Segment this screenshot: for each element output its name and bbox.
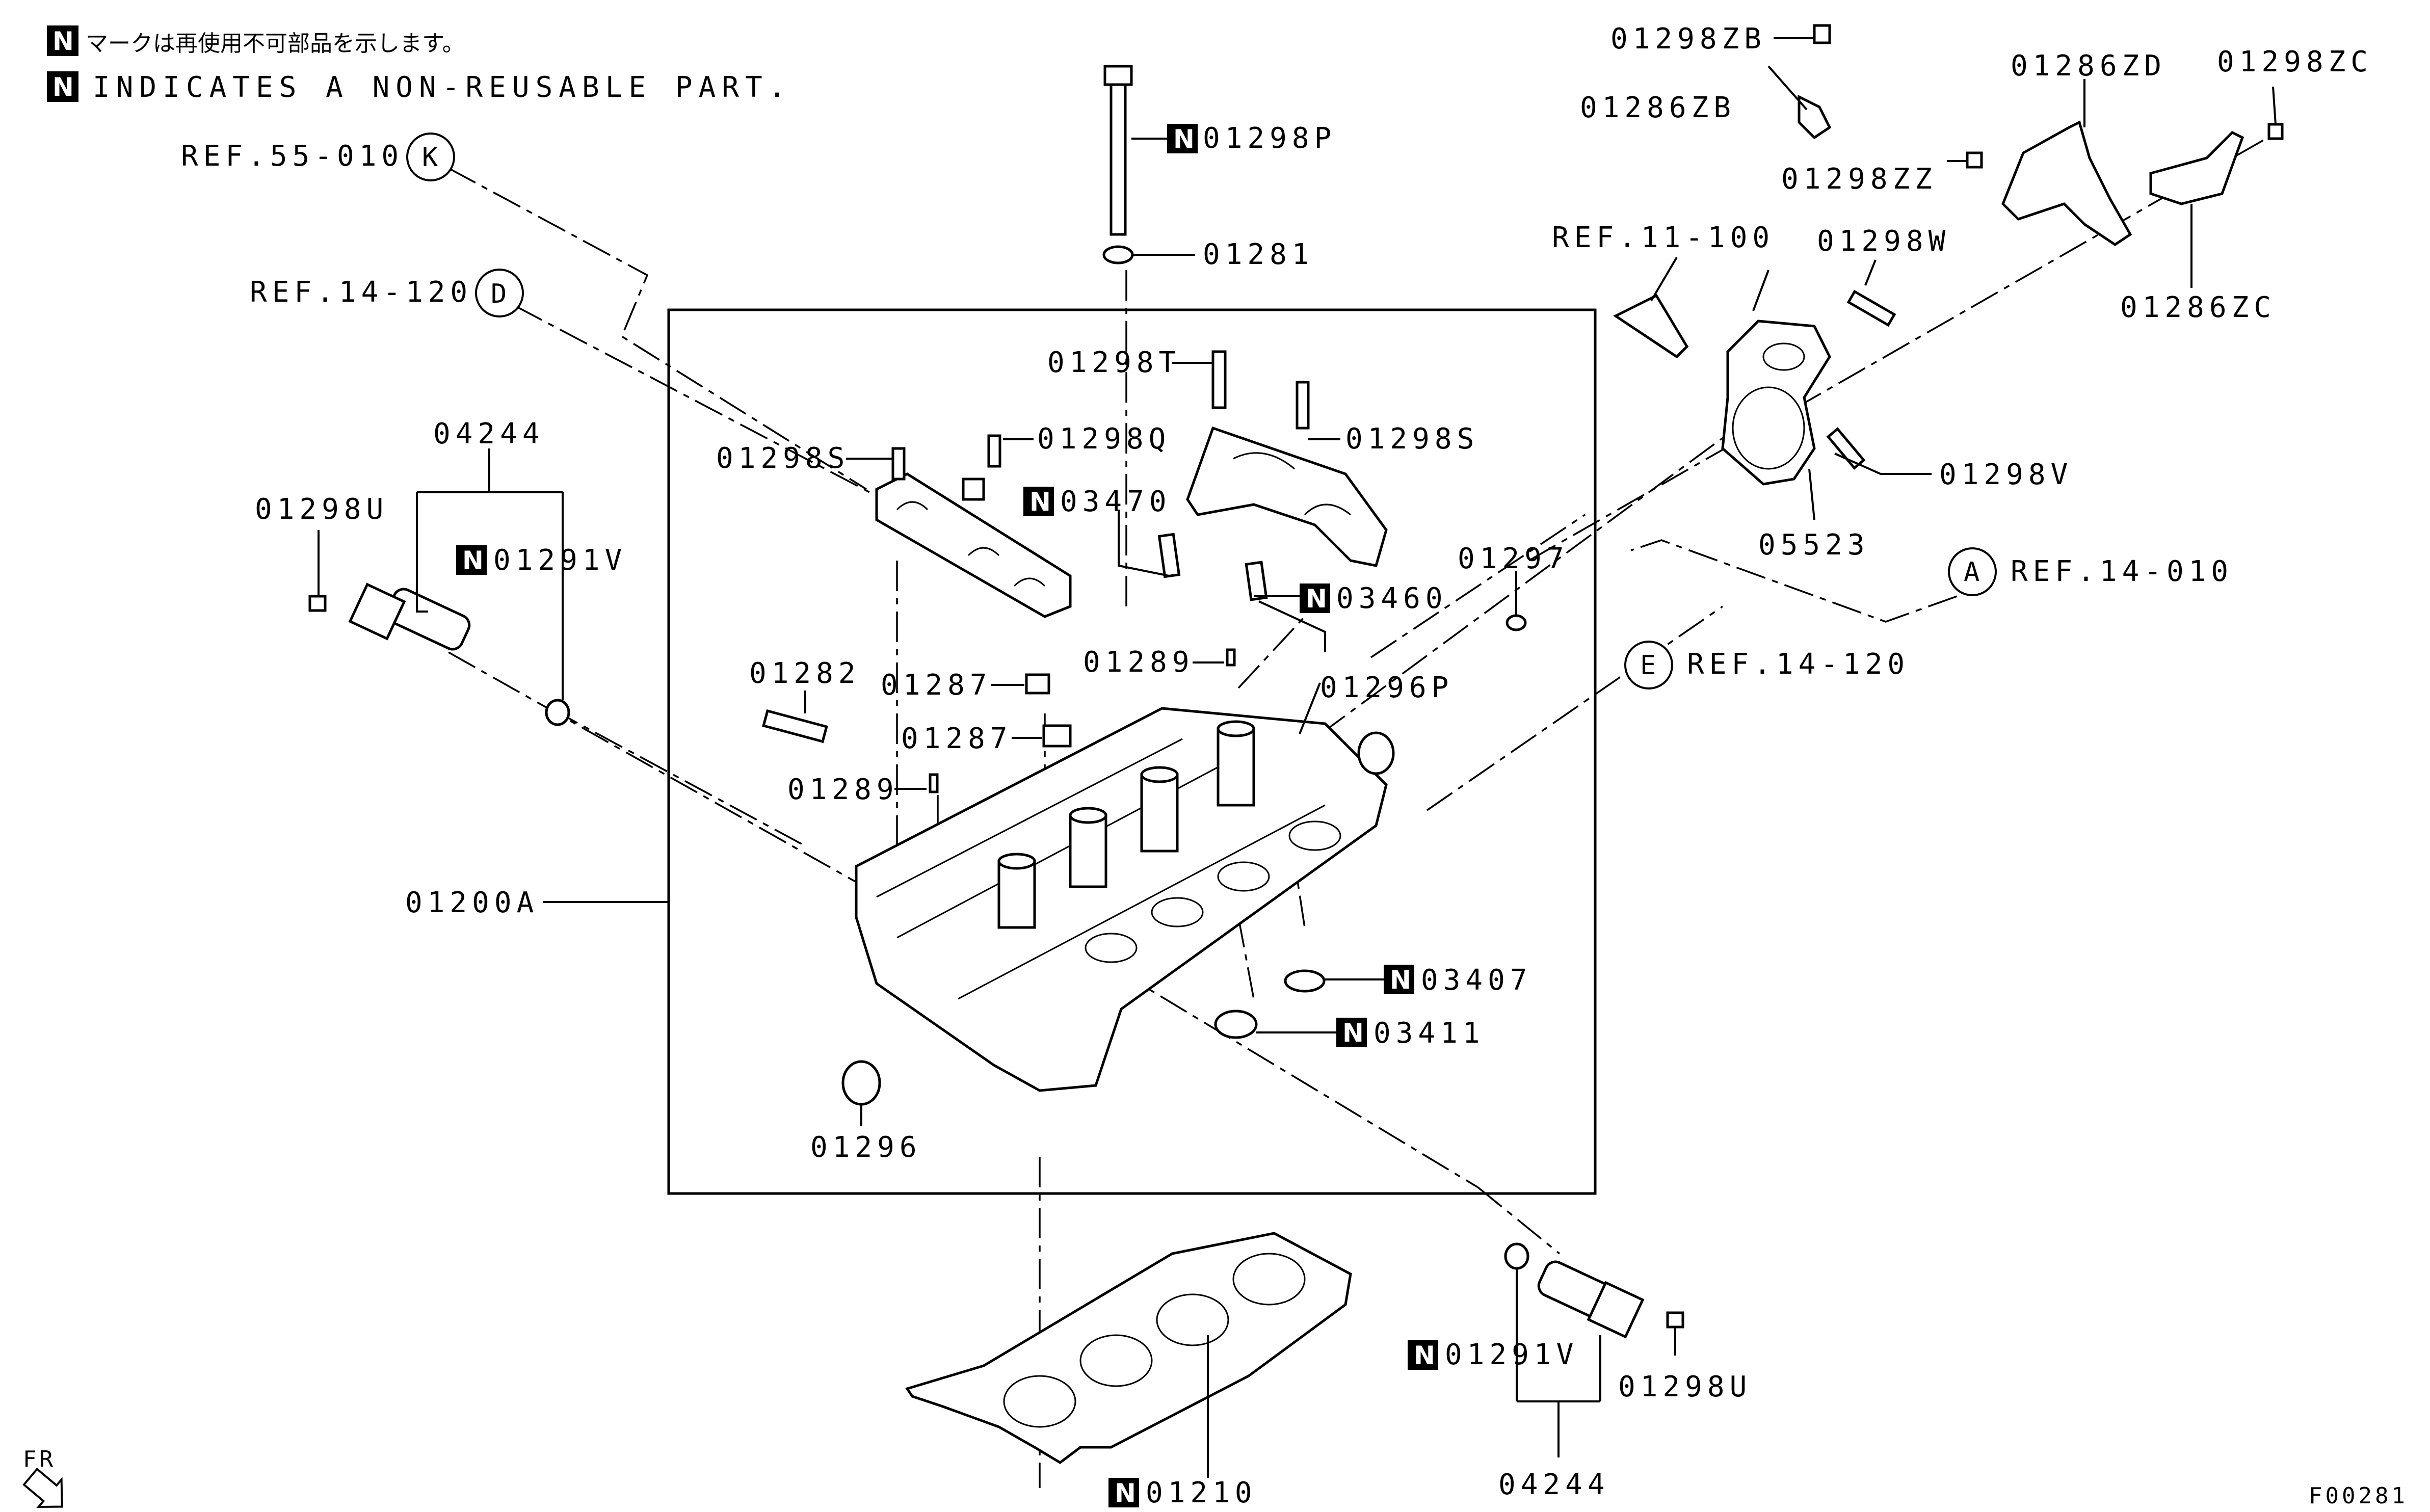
- brackets: [1798, 24, 2284, 247]
- label-01298W: 01298W: [1817, 225, 1950, 258]
- part-labels: 01298P 01281 01298T 01298Q 01298S 01298S…: [255, 22, 2373, 1509]
- label-01286ZB: 01286ZB: [1580, 91, 1736, 124]
- label-01298ZC: 01298ZC: [2217, 45, 2373, 78]
- ref-k-circle: [406, 132, 455, 181]
- label-01286ZD: 01286ZD: [2011, 49, 2167, 83]
- n-badge-03460: N: [1300, 583, 1330, 614]
- label-01298P: 01298P: [1203, 122, 1336, 155]
- label-01298U-right: 01298U: [1618, 1370, 1752, 1403]
- svg-text:N: N: [1115, 1478, 1136, 1508]
- label-01281: 01281: [1203, 238, 1314, 271]
- ref-a-label: REF.14-010: [2011, 555, 2233, 588]
- camshaft-cap-right: [1186, 350, 1388, 567]
- n-badge-01291V-left: N: [456, 545, 487, 575]
- legend-badge-1: [47, 25, 78, 56]
- label-03407: 03407: [1421, 964, 1533, 997]
- ref-e-circle: [1624, 641, 1673, 689]
- legend-english: INDICATES A NON-REUSABLE PART.: [93, 71, 791, 104]
- legend: N マークは再使用不可部品を示します。 N INDICATES A NON-RE…: [47, 25, 791, 104]
- small-parts: [762, 533, 1527, 1106]
- ref-a-letter: A: [1964, 557, 1979, 588]
- label-01296P: 01296P: [1320, 671, 1454, 704]
- label-01298U-left: 01298U: [255, 493, 388, 526]
- label-01298ZB: 01298ZB: [1610, 22, 1766, 56]
- legend-badge-1-text: N: [52, 26, 74, 56]
- label-01298ZZ: 01298ZZ: [1781, 163, 1937, 196]
- front-arrow-icon: [22, 1467, 63, 1508]
- svg-text:N: N: [1414, 1341, 1435, 1370]
- ref-k-letter: K: [422, 142, 438, 173]
- label-03470: 03470: [1060, 485, 1172, 518]
- n-badge-03407: N: [1384, 965, 1414, 995]
- ref-d-label: REF.14-120: [250, 276, 472, 309]
- n-badge-01291V-right: N: [1408, 1340, 1438, 1370]
- label-03460: 03460: [1336, 582, 1448, 615]
- label-01298V: 01298V: [1939, 458, 2073, 491]
- label-04244-left: 04244: [433, 417, 545, 450]
- label-01297: 01297: [1458, 542, 1569, 575]
- svg-text:N: N: [1390, 965, 1411, 995]
- svg-text:N: N: [462, 546, 484, 575]
- label-01298Q: 01298Q: [1037, 422, 1171, 456]
- n-badge-01210: N: [1108, 1478, 1139, 1508]
- n-badge-03411: N: [1336, 1018, 1367, 1048]
- ref-d-letter: D: [491, 279, 507, 309]
- ref-callouts: REF.55-010 K REF.14-120 D A REF.14-010 E…: [181, 132, 2233, 689]
- legend-japanese: マークは再使用不可部品を示します。: [86, 31, 465, 57]
- ref-e-letter: E: [1640, 650, 1656, 681]
- label-01296: 01296: [810, 1131, 922, 1164]
- legend-badge-2-text: N: [52, 72, 74, 102]
- label-03411: 03411: [1374, 1017, 1485, 1050]
- n-badge-01298P: N: [1167, 124, 1198, 154]
- label-01291V-left: 01291V: [493, 544, 627, 577]
- label-01298S-left: 01298S: [716, 442, 850, 475]
- ref-11-label: REF.11-100: [1552, 221, 1775, 254]
- ocv-left: [308, 582, 570, 726]
- camshaft-cap-left: [875, 434, 1072, 618]
- head-gasket: [905, 1232, 1352, 1465]
- label-01282: 01282: [749, 657, 861, 690]
- label-01286ZC: 01286ZC: [2120, 291, 2276, 324]
- label-01210: 01210: [1146, 1476, 1257, 1509]
- ref-e-label: REF.14-120: [1687, 648, 1910, 681]
- label-04244-right: 04244: [1498, 1468, 1610, 1501]
- figure-id: F00281: [2309, 1483, 2408, 1509]
- label-01291V-right: 01291V: [1445, 1338, 1578, 1371]
- svg-text:N: N: [1173, 124, 1195, 154]
- ref-a-circle: [1948, 547, 1997, 596]
- sealant-tube: [1613, 294, 1689, 359]
- label-01287-top: 01287: [881, 669, 992, 702]
- svg-text:N: N: [1342, 1018, 1364, 1048]
- footer: FR F00281: [22, 1446, 2408, 1509]
- assembly-frame: [667, 308, 1597, 1195]
- cylinder-head: [855, 707, 1388, 1092]
- label-05523: 05523: [1758, 528, 1870, 562]
- label-01287-bottom: 01287: [901, 722, 1013, 755]
- svg-text:N: N: [1306, 584, 1327, 614]
- n-badges: N N N N N N N N: [456, 124, 1438, 1508]
- water-outlet: [1721, 289, 1896, 486]
- ref-k-label: REF.55-010: [181, 140, 404, 173]
- label-01289-left: 01289: [787, 773, 899, 806]
- front-label: FR: [23, 1446, 56, 1472]
- svg-text:N: N: [1029, 487, 1051, 517]
- leader-lines: [318, 37, 2277, 1478]
- legend-badge-2: [47, 71, 78, 102]
- label-01289-top: 01289: [1083, 646, 1195, 679]
- ocv-right: [1504, 1242, 1684, 1339]
- ref-d-circle: [475, 269, 524, 317]
- label-01298T: 01298T: [1047, 346, 1181, 379]
- long-bolt: [1102, 65, 1134, 264]
- label-01200A: 01200A: [405, 886, 539, 919]
- n-badge-03470: N: [1023, 487, 1054, 517]
- label-01298S-right: 01298S: [1345, 422, 1479, 456]
